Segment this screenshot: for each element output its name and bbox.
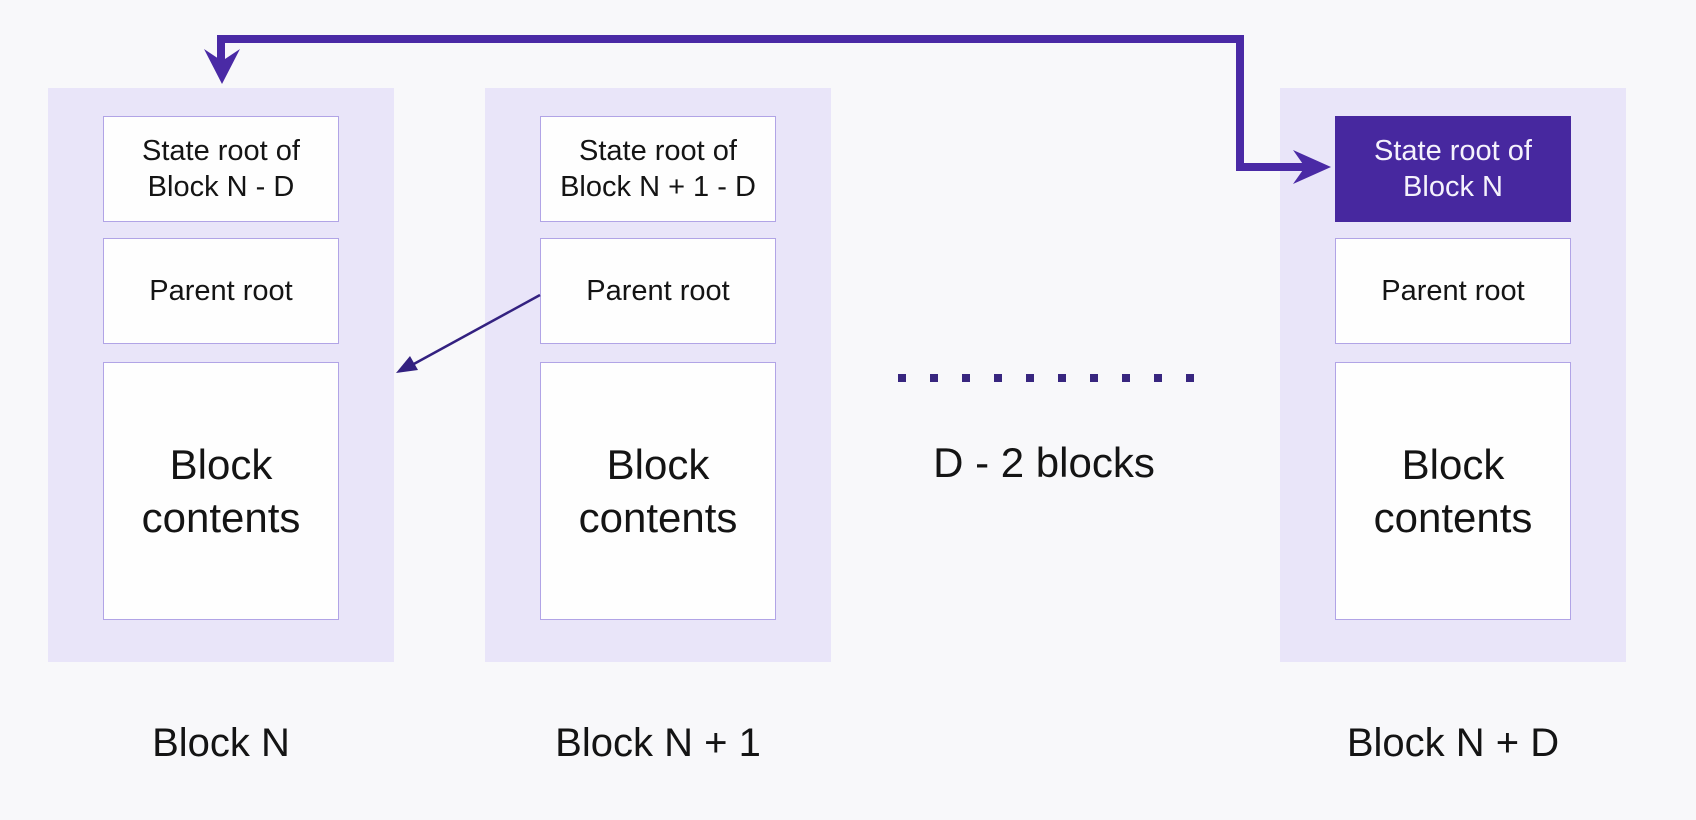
dot — [930, 374, 938, 382]
block-n1-container: State root of Block N + 1 - D Parent roo… — [485, 88, 831, 662]
block-n-contents-box: Block contents — [103, 362, 339, 620]
block-n1-contents-box: Block contents — [540, 362, 776, 620]
block-nd-state-root-text: State root of Block N — [1374, 135, 1532, 203]
block-nd-parent-root-box: Parent root — [1335, 238, 1571, 344]
block-n1-label: Block N + 1 — [555, 721, 761, 765]
thin-arrowhead-icon — [396, 356, 418, 373]
down-arrowhead-icon — [204, 49, 240, 84]
block-n-contents-text: Block contents — [141, 441, 301, 541]
dot — [1026, 374, 1034, 382]
block-nd-container: State root of Block N Parent root Block … — [1280, 88, 1626, 662]
block-nd-contents-text: Block contents — [1373, 441, 1533, 541]
omitted-blocks-label: D - 2 blocks — [933, 439, 1155, 486]
block-n-state-root-box: State root of Block N - D — [103, 116, 339, 222]
dot — [1186, 374, 1194, 382]
dot — [1154, 374, 1162, 382]
omitted-blocks-dotted-line — [898, 374, 1194, 382]
block-nd-parent-root-text: Parent root — [1381, 275, 1525, 307]
block-n1-state-root-box: State root of Block N + 1 - D — [540, 116, 776, 222]
dot — [898, 374, 906, 382]
dot — [994, 374, 1002, 382]
block-n-label: Block N — [152, 721, 290, 765]
dot — [1090, 374, 1098, 382]
dot — [962, 374, 970, 382]
dot — [1058, 374, 1066, 382]
block-nd-state-root-box-highlighted: State root of Block N — [1335, 116, 1571, 222]
block-n1-state-root-text: State root of Block N + 1 - D — [560, 135, 756, 203]
block-n1-contents-text: Block contents — [578, 441, 738, 541]
block-n-parent-root-text: Parent root — [149, 275, 293, 307]
dot — [1122, 374, 1130, 382]
block-n-container: State root of Block N - D Parent root Bl… — [48, 88, 394, 662]
block-n1-parent-root-text: Parent root — [586, 275, 730, 307]
block-n1-parent-root-box: Parent root — [540, 238, 776, 344]
block-nd-label: Block N + D — [1346, 721, 1560, 765]
block-nd-contents-box: Block contents — [1335, 362, 1571, 620]
block-n-state-root-text: State root of Block N - D — [142, 135, 300, 203]
block-n-parent-root-box: Parent root — [103, 238, 339, 344]
